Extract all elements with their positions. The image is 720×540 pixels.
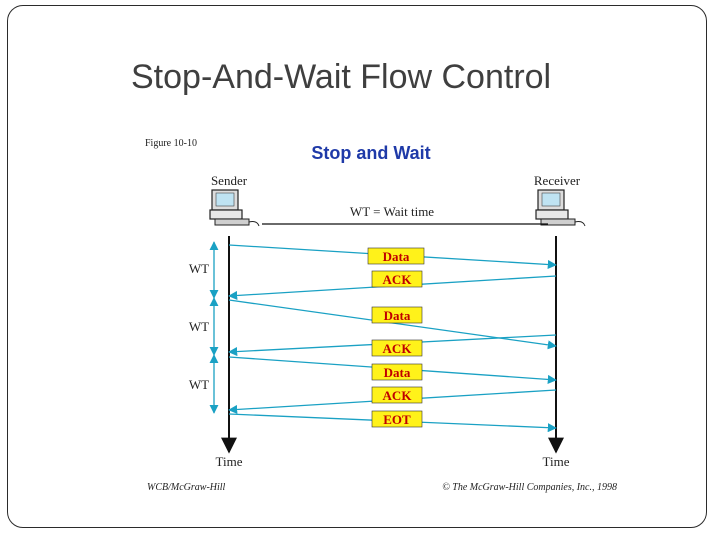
- receiver-label: Receiver: [534, 173, 581, 188]
- figure-label: Figure 10-10: [145, 138, 197, 149]
- wt-label: WT: [189, 261, 209, 276]
- frame-label-box: ACK: [371, 270, 423, 288]
- frame-label: Data: [383, 249, 410, 264]
- wt-label: WT: [189, 319, 209, 334]
- time-label-receiver: Time: [543, 454, 570, 469]
- frame-label-box: Data: [367, 247, 425, 265]
- frame-label: Data: [384, 308, 411, 323]
- frame-label: Data: [384, 365, 411, 380]
- frame-label-box: EOT: [371, 410, 423, 428]
- sender-computer-icon: [209, 189, 260, 227]
- wait-time-legend: WT = Wait time: [350, 204, 434, 219]
- time-label-sender: Time: [216, 454, 243, 469]
- frame-label-box: ACK: [371, 339, 423, 357]
- slide-title: Stop-And-Wait Flow Control: [131, 58, 552, 96]
- frame-label: EOT: [383, 412, 411, 427]
- frame-label-box: Data: [371, 363, 423, 381]
- figure-title: Stop and Wait: [311, 143, 430, 163]
- footer-publisher: WCB/McGraw-Hill: [147, 482, 226, 493]
- sender-label: Sender: [211, 173, 248, 188]
- frame-label-box: Data: [371, 306, 423, 324]
- frame-label-box: ACK: [371, 386, 423, 404]
- frame-label: ACK: [383, 272, 413, 287]
- receiver-computer-icon: [535, 189, 586, 227]
- footer-copyright: © The McGraw-Hill Companies, Inc., 1998: [442, 482, 617, 493]
- slide-frame: [7, 5, 707, 528]
- frame-label: ACK: [383, 341, 413, 356]
- wt-label: WT: [189, 377, 209, 392]
- frame-label: ACK: [383, 388, 413, 403]
